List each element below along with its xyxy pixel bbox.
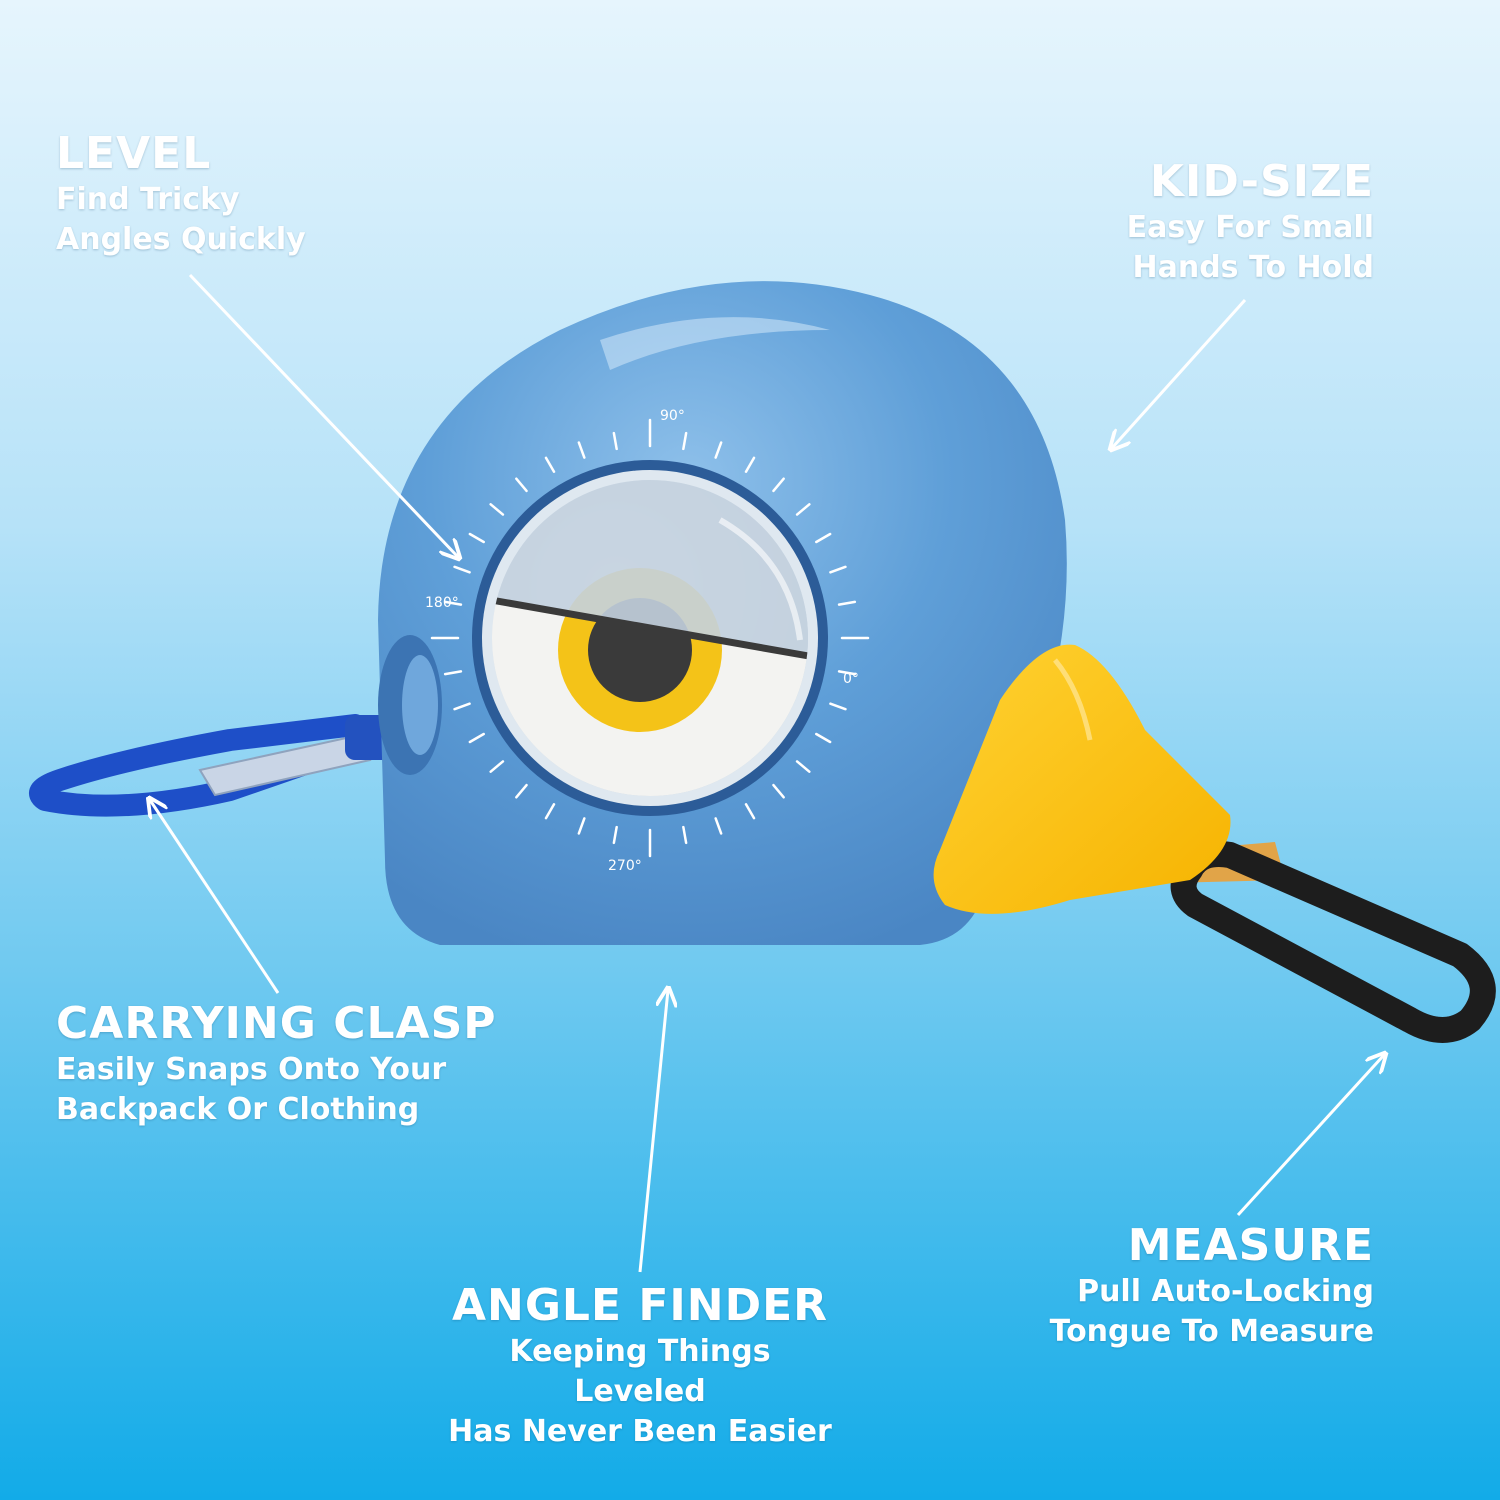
dial-tick bbox=[795, 503, 811, 516]
carrying-clasp-arrow bbox=[150, 800, 280, 994]
dial-tick bbox=[682, 431, 688, 451]
carrying-clasp-title: CARRYING CLASP bbox=[56, 998, 497, 1049]
measure-title: MEASURE bbox=[1127, 1220, 1374, 1271]
dial-tick bbox=[443, 600, 463, 606]
angle-finder-title: ANGLE FINDER bbox=[451, 1280, 829, 1331]
kid-size-desc-line2: Hands To Hold bbox=[1132, 250, 1375, 285]
kid-size-desc-line1: Easy For Small bbox=[1126, 210, 1374, 245]
dial-tick bbox=[714, 441, 723, 459]
dial-label-270: 270° bbox=[608, 858, 642, 874]
dial-tick bbox=[612, 825, 618, 845]
level-arrow bbox=[188, 273, 458, 557]
dial-label-0: 0° bbox=[843, 671, 859, 687]
dial-tick bbox=[772, 477, 785, 493]
angle-finder-desc-line1: Keeping Things Leveled bbox=[509, 1334, 771, 1409]
angle-finder-arrow bbox=[638, 990, 668, 1273]
dial-tick bbox=[489, 503, 505, 516]
measure-arrow bbox=[1236, 1055, 1384, 1217]
level-title: LEVEL bbox=[56, 128, 212, 179]
carrying-clasp-callout: CARRYING CLASP Easily Snaps Onto Your Ba… bbox=[56, 998, 497, 1130]
dial-tick bbox=[837, 600, 857, 606]
dial-tick bbox=[453, 565, 471, 574]
dial-tick bbox=[829, 702, 847, 711]
dial-tick bbox=[837, 670, 857, 676]
dial-tick bbox=[577, 817, 586, 835]
kid-size-arrow bbox=[1112, 298, 1247, 448]
carrying-clasp-desc-line2: Backpack Or Clothing bbox=[56, 1092, 420, 1127]
dial-tick bbox=[453, 702, 471, 711]
dial-tick bbox=[815, 732, 832, 744]
dial-tick bbox=[443, 670, 463, 676]
dial-tick bbox=[772, 783, 785, 799]
level-eye-window bbox=[472, 460, 828, 816]
dial-tick bbox=[544, 803, 556, 820]
level-desc-line1: Find Tricky bbox=[56, 182, 240, 217]
carrying-clasp-desc-line1: Easily Snaps Onto Your bbox=[56, 1052, 447, 1087]
measure-desc-line2: Tongue To Measure bbox=[1049, 1314, 1374, 1349]
beak bbox=[933, 644, 1231, 914]
measure-desc-line1: Pull Auto-Locking bbox=[1077, 1274, 1374, 1309]
dial-tick bbox=[714, 817, 723, 835]
dial-tick bbox=[744, 456, 756, 473]
kid-size-title: KID-SIZE bbox=[1149, 156, 1374, 207]
level-desc-line2: Angles Quickly bbox=[56, 222, 306, 257]
measure-callout: MEASURE Pull Auto-Locking Tongue To Meas… bbox=[1050, 1220, 1374, 1352]
dial-tick bbox=[468, 532, 485, 544]
dial-tick bbox=[544, 456, 556, 473]
angle-finder-callout: ANGLE FINDER Keeping Things Leveled Has … bbox=[440, 1280, 840, 1452]
dial-tick bbox=[515, 783, 528, 799]
dial-tick bbox=[612, 431, 618, 451]
dial-tick bbox=[682, 825, 688, 845]
dial-tick bbox=[744, 803, 756, 820]
angle-finder-desc-line2: Has Never Been Easier bbox=[448, 1414, 832, 1449]
kid-size-callout: KID-SIZE Easy For Small Hands To Hold bbox=[1127, 156, 1374, 288]
angle-dial: 90° 180° 0° 270° bbox=[425, 408, 870, 874]
dial-label-180: 180° bbox=[425, 595, 459, 611]
level-callout: LEVEL Find Tricky Angles Quickly bbox=[56, 128, 306, 260]
dial-tick bbox=[468, 732, 485, 744]
dial-tick bbox=[815, 532, 832, 544]
dial-tick bbox=[829, 565, 847, 574]
dial-label-90: 90° bbox=[660, 408, 685, 424]
dial-tick bbox=[577, 441, 586, 459]
dial-tick bbox=[795, 760, 811, 773]
dial-tick bbox=[515, 477, 528, 493]
dial-tick bbox=[489, 760, 505, 773]
